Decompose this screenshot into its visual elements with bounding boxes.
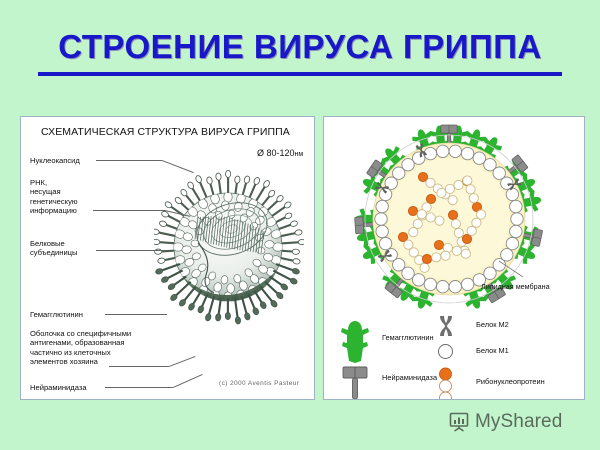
rnp-chain-icon bbox=[439, 367, 452, 399]
label-rna: РНК, несущая генетическую информацию bbox=[30, 178, 78, 216]
myshared-label: MyShared bbox=[475, 411, 563, 432]
nucleocapsid-helix bbox=[194, 202, 268, 256]
rna-strand bbox=[197, 242, 215, 294]
leader-neuraminidase bbox=[105, 387, 173, 388]
hemagglutinin-spike-icon bbox=[341, 321, 369, 363]
page-title: СТРОЕНИЕ ВИРУСА ГРИППА bbox=[58, 28, 542, 65]
diameter-value: Ø 80-120 bbox=[257, 148, 295, 158]
ribonucleoprotein-group bbox=[397, 171, 487, 273]
label-nucleocapsid: Нуклеокапсид bbox=[30, 156, 80, 165]
title-underline bbox=[38, 72, 562, 76]
leader-neuraminidase-diag bbox=[173, 373, 203, 388]
diameter-label: Ø 80-120нм bbox=[257, 148, 303, 158]
virion-spikes-front bbox=[155, 263, 300, 325]
m1-protein-ring bbox=[374, 144, 524, 294]
diameter-unit: нм bbox=[294, 151, 304, 158]
left-diagram-panel: СХЕМАТИЧЕСКАЯ СТРУКТУРА ВИРУСА ГРИППА Ø … bbox=[20, 116, 315, 400]
cytoplasm bbox=[388, 158, 510, 280]
influenza-schematic-illustration bbox=[354, 124, 543, 309]
leader-hemagglutinin bbox=[105, 314, 167, 315]
label-hemagglutinin: Гемагглютинин bbox=[30, 310, 83, 319]
copyright-notice: (c) 2000 Aventis Pasteur bbox=[219, 380, 300, 387]
m2-hourglass-icon bbox=[440, 316, 452, 336]
leader-envelope-diag bbox=[169, 355, 196, 367]
legend-label-protein-m2: Белок М2 bbox=[476, 320, 509, 329]
legend-label-hemagglutinin: Гемагглютинин bbox=[382, 333, 434, 342]
label-protein-subunits: Белковые субъединицы bbox=[30, 239, 78, 258]
neuraminidase-mushroom-icon bbox=[342, 366, 368, 399]
label-lipid-membrane: Липидная мембрана bbox=[481, 282, 550, 291]
m2-protein-group bbox=[374, 143, 522, 263]
right-diagram-panel: Липидная мембрана Гемагглютинин Нейрамин… bbox=[323, 116, 585, 400]
legend-label-protein-m1: Белок М1 bbox=[476, 346, 509, 355]
leader-envelope bbox=[109, 366, 169, 367]
leader-protein-subunits bbox=[96, 250, 166, 251]
influenza-cutaway-illustration bbox=[154, 170, 304, 325]
myshared-watermark: MyShared bbox=[448, 411, 562, 433]
legend-label-ribonucleoprotein: Рибонуклеопротеин bbox=[476, 377, 545, 386]
legend-label-neuraminidase: Нейраминидаза bbox=[382, 373, 438, 382]
left-panel-heading: СХЕМАТИЧЕСКАЯ СТРУКТУРА ВИРУСА ГРИППА bbox=[41, 126, 290, 138]
leader-lipid-membrane bbox=[498, 260, 524, 278]
leader-rna bbox=[93, 210, 165, 211]
presentation-board-icon bbox=[449, 412, 469, 432]
label-neuraminidase: Нейраминидаза bbox=[30, 383, 87, 392]
leader-nucleocapsid bbox=[96, 160, 162, 161]
m1-circle-icon bbox=[438, 344, 453, 359]
label-envelope: Оболочка со специфичными антигенами, обр… bbox=[30, 329, 132, 367]
outer-guide-circle bbox=[364, 134, 534, 304]
